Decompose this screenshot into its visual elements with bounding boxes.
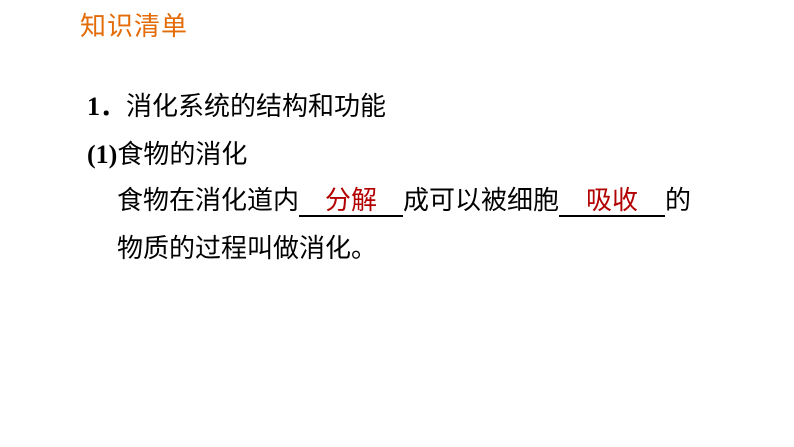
- slide-title: 知识清单: [80, 12, 189, 42]
- paragraph-line-2: 物质的过程叫做消化。: [117, 228, 377, 265]
- paragraph-part-2: 成可以被细胞: [403, 186, 560, 216]
- paragraph-part-1: 食物在消化道内: [117, 186, 300, 216]
- heading-text: 消化系统的结构和功能: [126, 92, 387, 122]
- paragraph-part-3: 的: [665, 186, 692, 216]
- heading-number: 1．: [87, 92, 127, 121]
- answer-blank-1: 分解: [299, 187, 404, 217]
- paragraph-line-2-text: 物质的过程叫做消化。: [117, 234, 378, 264]
- subsection-heading: (1)食物的消化: [87, 134, 247, 171]
- answer-blank-2: 吸收: [559, 187, 666, 217]
- paragraph-line-1: 食物在消化道内分解成可以被细胞吸收的: [117, 180, 691, 217]
- sub-number: (1): [87, 140, 118, 169]
- section-heading: 1．消化系统的结构和功能: [87, 86, 386, 123]
- sub-text: 食物的消化: [117, 140, 248, 170]
